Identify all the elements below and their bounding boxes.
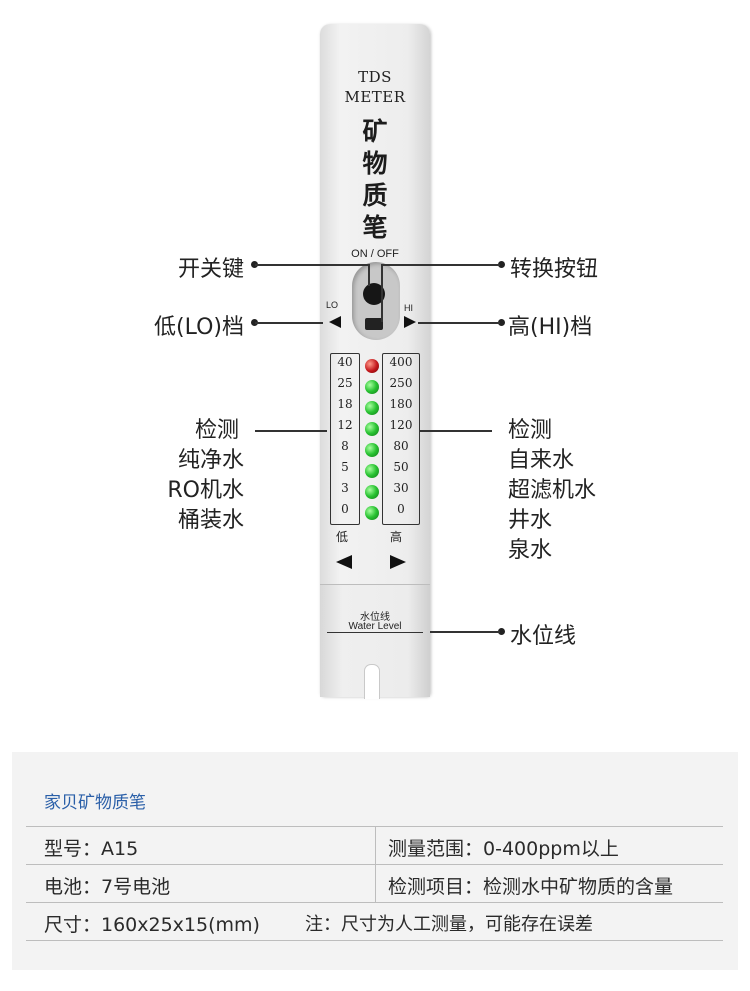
- callout-dot: [498, 319, 505, 326]
- leader-line: [430, 631, 500, 633]
- on-off-label: ON / OFF: [351, 248, 399, 260]
- callout-left-detect-list: 纯净水 RO机水 桶装水: [120, 446, 244, 536]
- callout-toggle-button: 转换按钮: [510, 257, 599, 282]
- led-indicator-green: [365, 401, 379, 415]
- water-level-label-en: Water Level: [348, 621, 402, 632]
- low-arrow-icon: [336, 555, 352, 569]
- low-scale-value: 18: [337, 397, 353, 411]
- low-scale-value: 12: [337, 418, 353, 432]
- hi-label: HI: [404, 303, 413, 313]
- lo-label: LO: [326, 300, 339, 310]
- spec-item: 检测项目：检测水中矿物质的含量: [388, 876, 674, 898]
- callout-power-key: 开关键: [177, 257, 244, 282]
- leader-line: [255, 430, 327, 432]
- low-label: 低: [336, 530, 349, 544]
- high-label: 高: [390, 530, 403, 544]
- power-button[interactable]: [363, 283, 385, 305]
- detect-text: 检测: [508, 418, 553, 443]
- led-indicator-green: [365, 422, 379, 436]
- range-switch[interactable]: [365, 318, 383, 330]
- detect-item: 超滤机水: [508, 478, 597, 503]
- spec-note: 注：尺寸为人工测量，可能存在误差: [305, 914, 593, 935]
- callout-left-detect: 检测: [195, 416, 239, 446]
- led-indicator-green: [365, 464, 379, 478]
- table-divider: [26, 902, 723, 903]
- led-indicator-red: [365, 359, 379, 373]
- callout-hi-gear: 高(HI)档: [508, 315, 593, 340]
- high-scale-value: 400: [389, 355, 413, 369]
- brand-line-1: TDS: [358, 68, 392, 86]
- leader-line: [418, 322, 500, 324]
- callout-dot: [498, 261, 505, 268]
- high-scale-box: 400 250 180 120 80 50 30 0: [382, 353, 420, 525]
- name-char-4: 笔: [362, 213, 388, 242]
- leader-line: [420, 430, 492, 432]
- high-scale-value: 250: [389, 376, 413, 390]
- callout-right-detect: 检测 自来水 超滤机水 井水 泉水: [508, 416, 596, 566]
- meter-bottom-slot: [364, 664, 380, 699]
- low-scale-value: 5: [341, 460, 349, 474]
- table-divider: [26, 826, 723, 827]
- led-indicator-green: [365, 485, 379, 499]
- detect-item: 泉水: [508, 538, 553, 563]
- leader-line: [382, 264, 500, 266]
- high-scale-value: 80: [393, 439, 409, 453]
- name-char-3: 质: [362, 181, 388, 210]
- callout-dot: [251, 319, 258, 326]
- low-scale-value: 40: [337, 355, 353, 369]
- detect-item: RO机水: [167, 478, 244, 503]
- detect-text: 检测: [195, 418, 240, 443]
- spec-size: 尺寸：160x25x15(mm): [44, 914, 260, 936]
- spec-range: 测量范围：0-400ppm以上: [388, 838, 619, 860]
- name-char-2: 物: [362, 149, 388, 178]
- callout-lo-gear: 低(LO)档: [154, 315, 244, 340]
- table-divider: [26, 864, 723, 865]
- spec-title: 家贝矿物质笔: [44, 793, 146, 813]
- left-arrow-icon: [329, 316, 341, 328]
- callout-water-line: 水位线: [510, 624, 577, 649]
- leader-line: [368, 264, 370, 286]
- spec-battery: 电池：7号电池: [44, 876, 171, 898]
- low-scale-value: 25: [337, 376, 353, 390]
- detect-item: 纯净水: [177, 448, 244, 473]
- detect-item: 桶装水: [177, 508, 244, 533]
- brand-line-2: METER: [344, 88, 406, 106]
- leader-line: [255, 322, 323, 324]
- table-column-divider: [375, 826, 376, 902]
- led-indicator-green: [365, 443, 379, 457]
- low-scale-value: 3: [341, 481, 349, 495]
- high-scale-value: 180: [389, 397, 413, 411]
- high-scale-value: 120: [389, 418, 413, 432]
- right-arrow-icon: [404, 316, 416, 328]
- table-divider: [26, 940, 723, 941]
- detect-item: 自来水: [508, 448, 575, 473]
- led-indicator-green: [365, 380, 379, 394]
- high-arrow-icon: [390, 555, 406, 569]
- spec-model: 型号：A15: [44, 838, 139, 860]
- detect-item: 井水: [508, 508, 553, 533]
- callout-dot: [251, 261, 258, 268]
- low-scale-value: 0: [341, 502, 349, 516]
- name-char-1: 矿: [362, 117, 388, 146]
- callout-dot: [498, 628, 505, 635]
- low-scale-value: 8: [341, 439, 349, 453]
- led-indicator-green: [365, 506, 379, 520]
- water-level-line: [327, 632, 423, 633]
- high-scale-value: 30: [393, 481, 409, 495]
- leader-line: [255, 264, 370, 266]
- high-scale-value: 50: [393, 460, 409, 474]
- low-scale-box: 40 25 18 12 8 5 3 0: [330, 353, 360, 525]
- high-scale-value: 0: [397, 502, 405, 516]
- water-level-label-cn: 水位线: [360, 612, 390, 623]
- leader-line: [381, 264, 383, 322]
